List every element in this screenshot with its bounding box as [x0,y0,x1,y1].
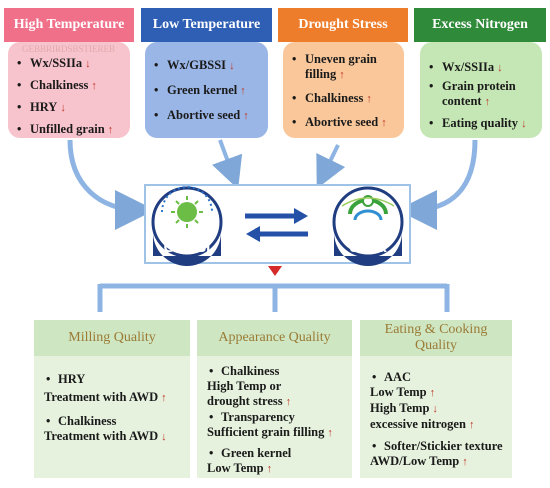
list-item: excessive nitrogen↑ [370,417,475,431]
list-item: Unfilled grain↑ [16,122,124,138]
list-item: Chalkiness [207,364,344,379]
list-item: Low Temp↑ [207,461,273,475]
curved-arrow-nitrogen [397,139,478,230]
arrow-low-temp [212,139,243,190]
header-drought-stress: Drought Stress [278,8,408,42]
list-item: Softer/Stickier texture [370,439,504,454]
list-item: Abortive seed↑ [291,115,398,131]
arrow-drought [316,144,346,189]
list-item: AAC [370,370,504,385]
list-item: Sufficient grain filling↑ [207,425,333,439]
red-down-arrow [268,266,282,276]
appearance-quality-title: Appearance Quality [197,320,352,356]
list-item: HRY [44,372,182,387]
list-item: Abortive seed↑ [153,108,262,124]
list-item: Chalkiness↑ [16,78,124,94]
curved-arrow-high-temp [67,139,155,230]
list-item: Treatment with AWD↑ [44,390,167,404]
milling-quality-panel: HRY Treatment with AWD↑ Chalkiness Treat… [34,356,190,478]
list-item: AWD/Low Temp↑ [370,454,468,468]
list-item: Low Temp↑ [370,385,436,399]
list-item: Eating quality↓ [428,116,536,132]
list-item: High Temp↓ [370,401,438,415]
list-item: Chalkiness↑ [291,91,398,107]
faded-overlay-text: GEBBRIRDSBSTIEREB [22,44,116,54]
exchange-arrows [245,208,308,242]
list-item: Wx/SSIIa↓ [428,60,536,76]
ssiia-icon [332,186,404,266]
eating-cooking-quality-panel: AAC Low Temp↑ High Temp↓ excessive nitro… [360,356,512,478]
card-high-temperature: Wx/SSIIa↓ Chalkiness↑ HRY↓ Unfilled grai… [8,42,130,138]
bracket-connector [97,283,450,312]
gbssi-label: GBSSI [164,239,211,256]
milling-quality-title: Milling Quality [34,320,190,356]
list-item: Treatment with AWD↓ [44,429,167,443]
list-item: Green kernel↑ [153,83,262,99]
list-item: Chalkiness [44,414,182,429]
list-item: Transparency [207,410,344,425]
header-high-temperature: High Temperature [4,8,134,42]
ssiia-label: SSIIa [350,239,387,256]
list-item: Wx/SSIIa↓ [16,56,124,72]
list-item: HRY↓ [16,100,124,116]
list-item: Green kernel [207,446,344,461]
header-excess-nitrogen: Excess Nitrogen [414,8,546,42]
card-low-temperature: Wx/GBSSI↓ Green kernel↑ Abortive seed↑ [145,42,268,138]
header-low-temperature: Low Temperature [141,8,272,42]
gbssi-icon [151,186,223,266]
list-item: Wx/GBSSI↓ [153,58,262,74]
